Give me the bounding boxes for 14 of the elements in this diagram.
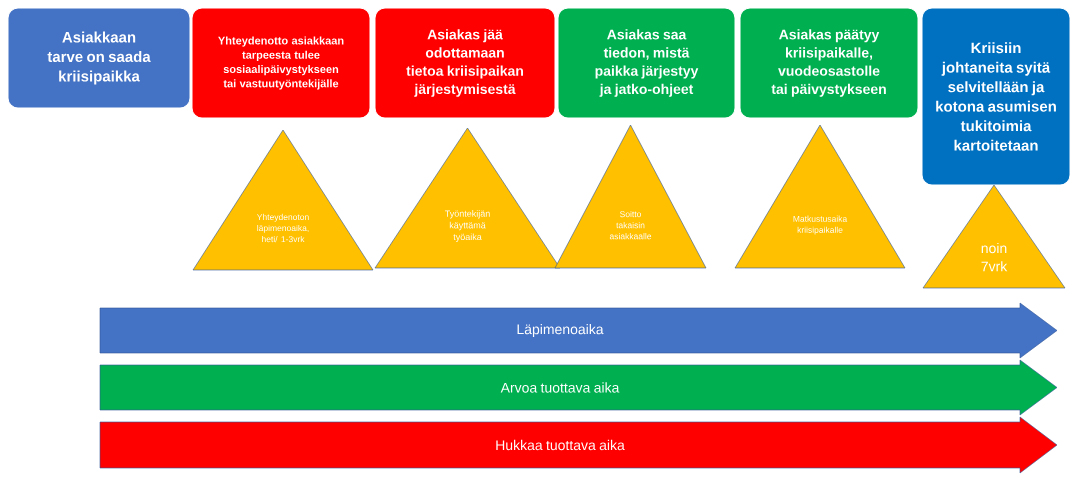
time-triangle: Matkustusaika kriisipaikalle	[734, 124, 906, 269]
timeline-band: Läpimenoaika	[99, 302, 1058, 359]
step-box: Asiakas jää odottamaan tietoa kriisipaikan järjestymisestä	[374, 7, 556, 119]
step-box: Kriisiin johtaneita syitä selvitellään ja kotona asumisen tukitoimia kartoitetaan	[921, 7, 1071, 186]
timeline-band: Hukkaa tuottava aika	[99, 416, 1058, 474]
time-triangle: Soitto takaisin asiakkaalle	[554, 124, 707, 269]
step-box: Asiakkaan tarve on saada kriisipaikka	[7, 7, 191, 109]
step-box: Asiakas päätyy kriisipaikalle, vuodeosastolle tai päivystykseen	[739, 7, 919, 119]
time-triangle: Yhteydenoton läpimenoaika, heti/ 1-3vrk	[192, 129, 374, 271]
timeline-band: Arvoa tuottava aika	[99, 359, 1058, 416]
step-box: Yhteydenotto asiakkaan tarpeesta tulee sosiaalipäivystykseen tai vastuutyöntekijälle	[191, 7, 371, 119]
time-triangle: noin 7vrk	[922, 184, 1066, 289]
time-triangle: Työntekijän käyttämä työaika	[374, 127, 561, 269]
step-box: Asiakas saa tiedon, mistä paikka järjestyy ja jatko-ohjeet	[557, 7, 736, 119]
